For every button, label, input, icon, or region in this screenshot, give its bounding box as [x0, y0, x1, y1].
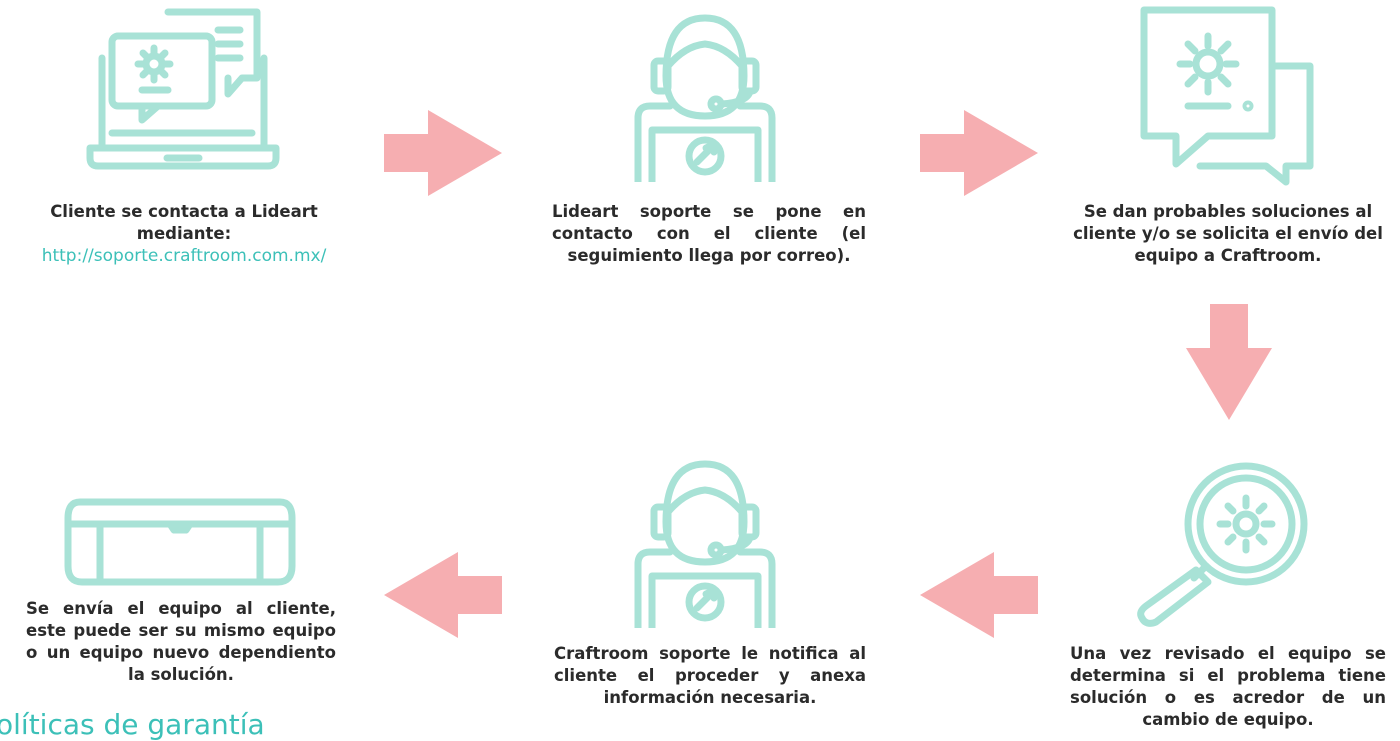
step-5-caption: Craftroom soporte le notifica al cliente… [554, 644, 866, 707]
arrow-left-1 [920, 552, 1038, 638]
support-url-link[interactable]: http://soporte.craftroom.com.mx/ [41, 246, 327, 266]
step-4-caption: Una vez revisado el equipo se determina … [1070, 644, 1386, 729]
support-agent-icon [630, 452, 780, 628]
step-2-caption: Lideart soporte se pone en contacto con … [552, 202, 866, 265]
step-6-caption: Se envía el equipo al cliente, este pued… [26, 599, 336, 684]
step-1-caption: Cliente se contacta a Lideart mediante: … [20, 201, 348, 267]
laptop-chat-gear-icon [82, 8, 282, 178]
arrow-right-1 [384, 110, 502, 196]
arrow-left-2 [384, 552, 502, 638]
step-1-text: Cliente se contacta a Lideart mediante: [50, 202, 318, 243]
support-agent-icon [630, 6, 780, 182]
magnifier-gear-icon [1136, 458, 1316, 628]
arrow-right-2 [920, 110, 1038, 196]
step-3-caption: Se dan probables soluciones al cliente y… [1073, 202, 1383, 265]
chat-gear-icon [1138, 6, 1318, 186]
arrow-down [1186, 304, 1272, 420]
section-title: olíticas de garantía [0, 708, 265, 741]
cutting-machine-icon [60, 494, 300, 590]
